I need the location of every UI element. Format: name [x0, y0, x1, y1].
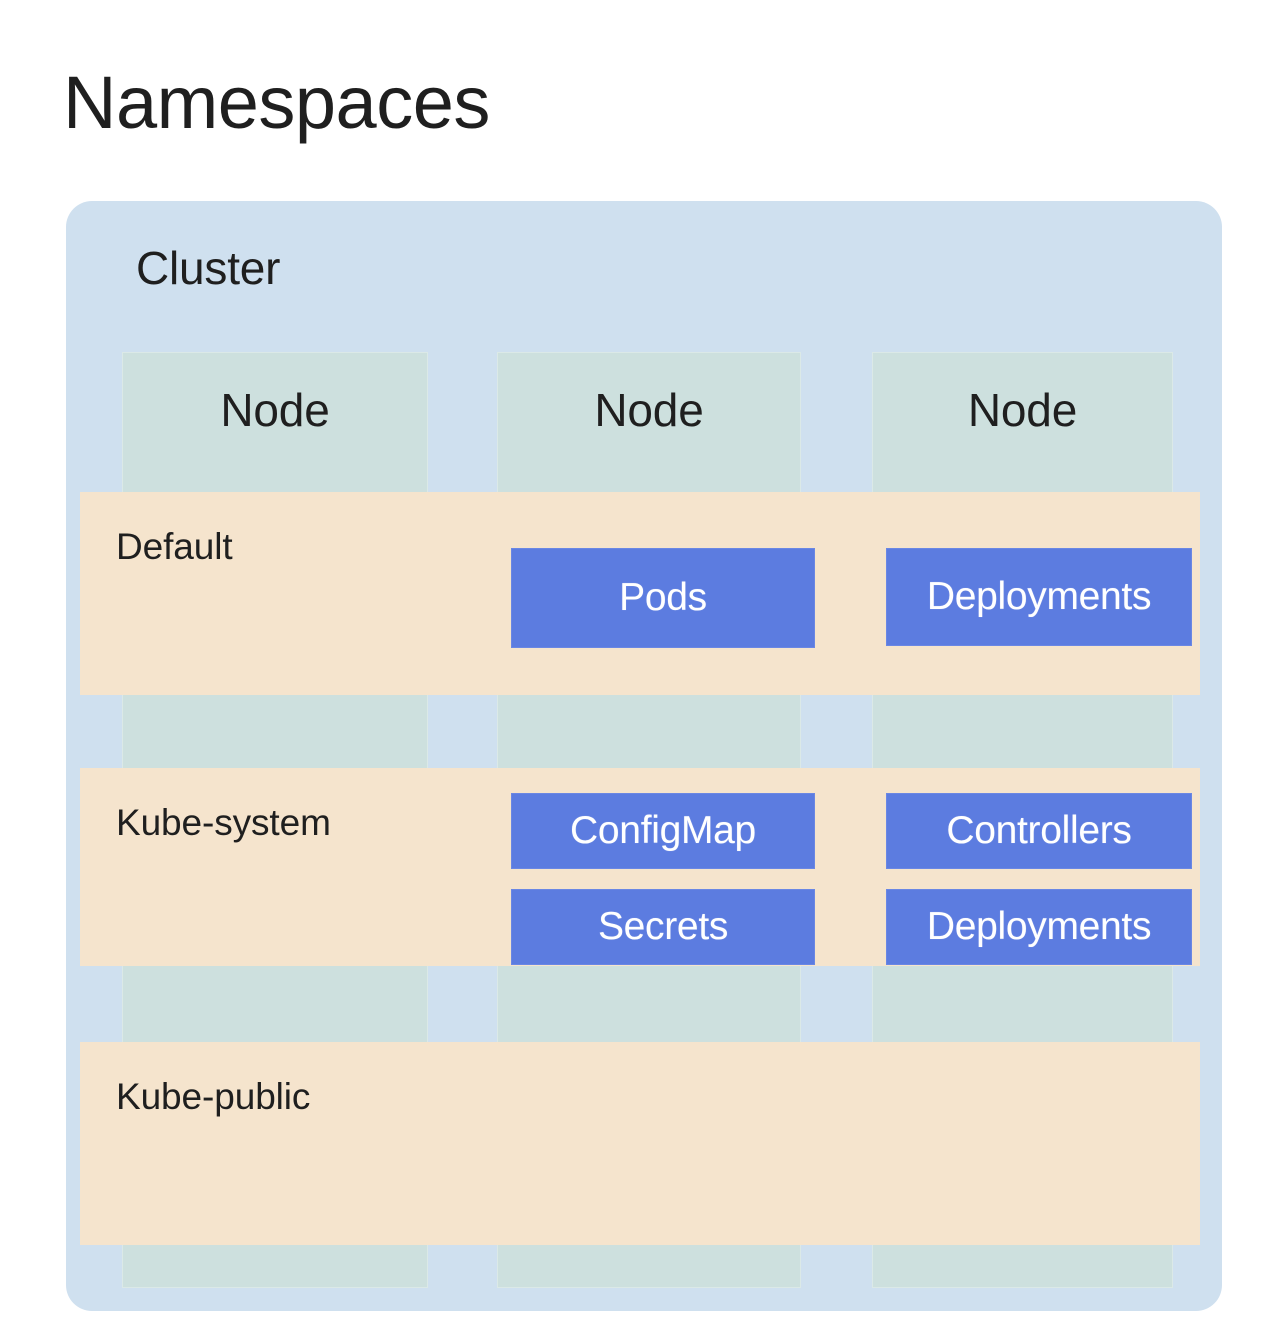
namespace-label-kube-system: Kube-system [116, 802, 331, 843]
page-title: Namespaces [63, 60, 490, 144]
namespace-label-default: Default [116, 526, 233, 567]
namespace-label-kube-public: Kube-public [116, 1076, 311, 1117]
node-label-1: Node [220, 384, 330, 436]
resource-controllers: Controllers [886, 793, 1192, 869]
namespace-band-kube-public: Kube-public [80, 1042, 1200, 1245]
node-label-2: Node [594, 384, 704, 436]
resource-configmap: ConfigMap [511, 793, 815, 869]
resource-deployments-default: Deployments [886, 548, 1192, 646]
resource-deployments-kube-system: Deployments [886, 889, 1192, 965]
namespace-band-default: Default Pods Deployments [80, 492, 1200, 695]
cluster-label: Cluster [136, 242, 281, 294]
node-label-3: Node [967, 384, 1078, 436]
resource-pods: Pods [511, 548, 815, 648]
resource-secrets: Secrets [511, 889, 815, 965]
cluster-container: Cluster Node Node Node Default Pods Depl… [66, 201, 1222, 1311]
namespace-band-kube-system: Kube-system ConfigMap Secrets Controller… [80, 768, 1200, 966]
